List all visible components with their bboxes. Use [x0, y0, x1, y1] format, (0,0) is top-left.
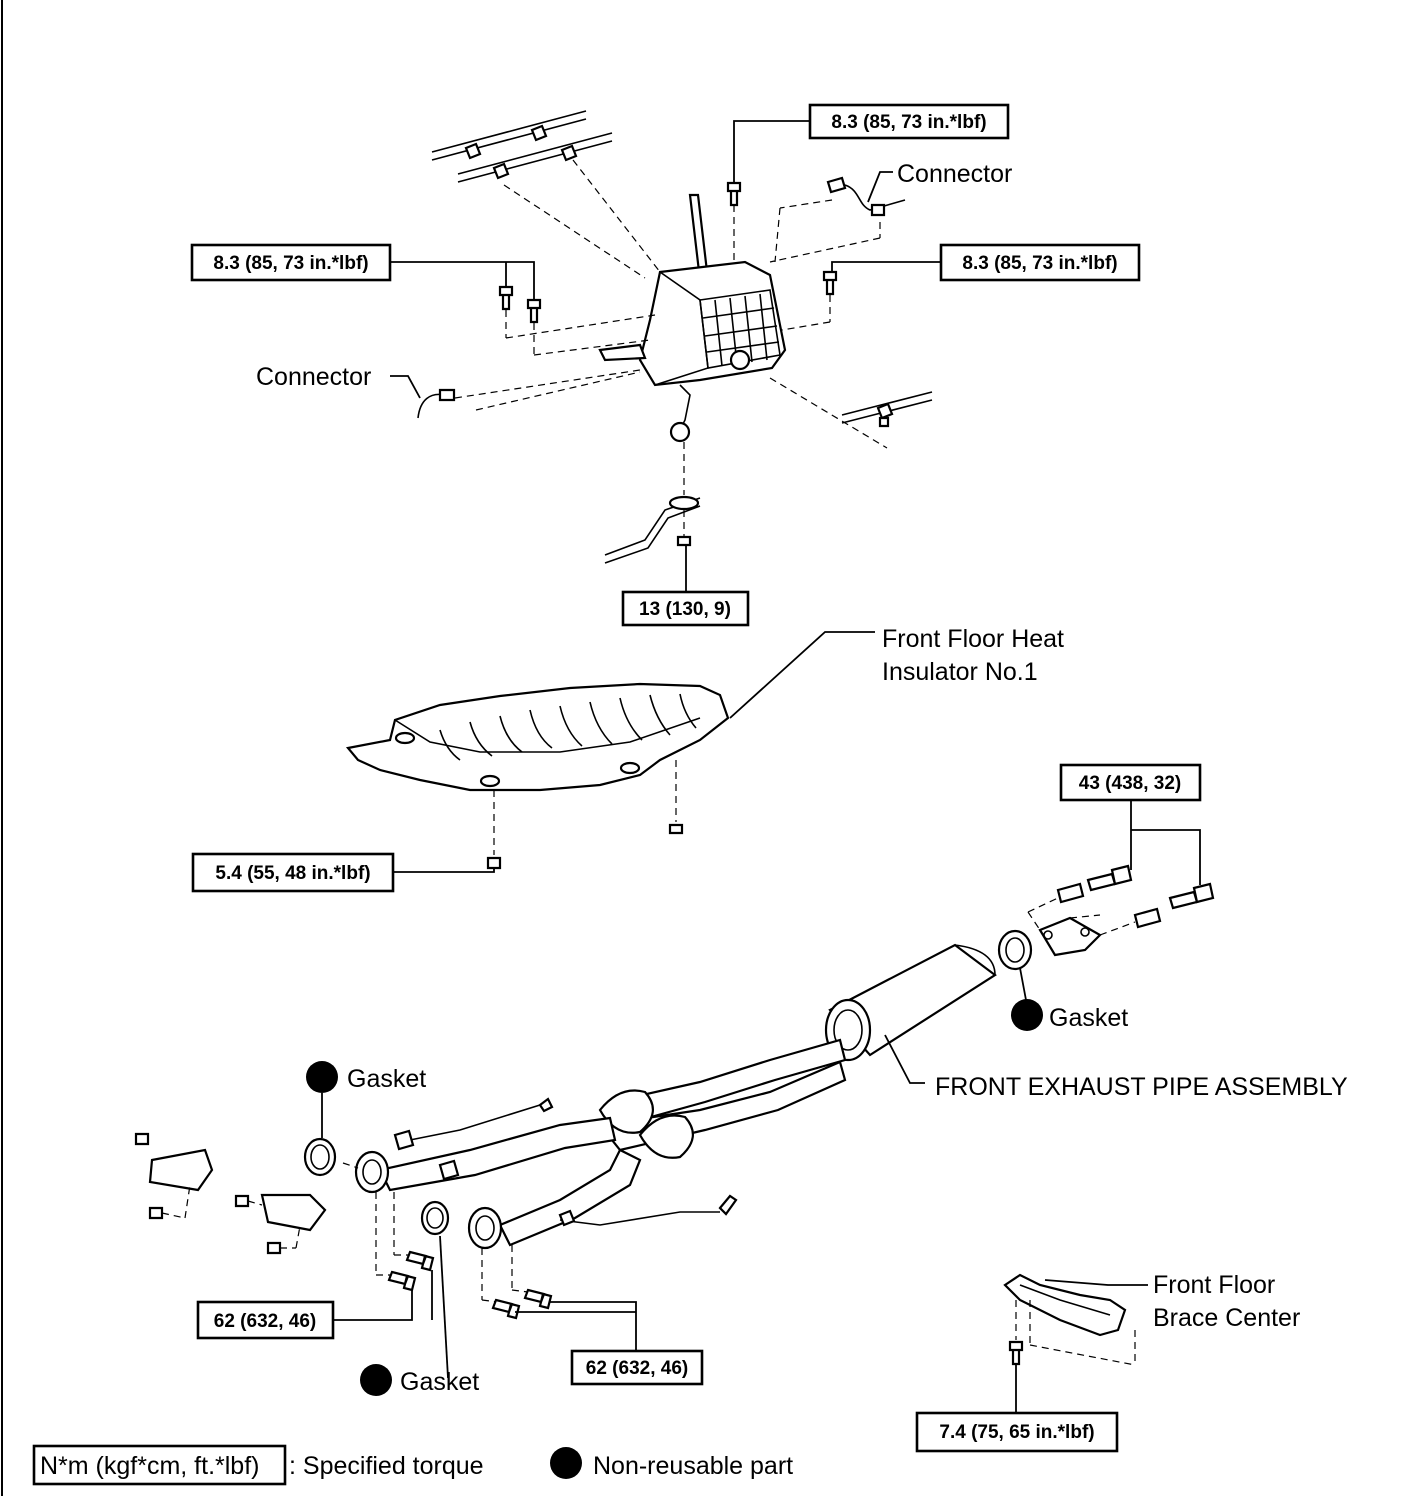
upper-floor-rails [431, 110, 613, 183]
legend-torque-text: : Specified torque [289, 1452, 484, 1480]
rear-flange-hardware [997, 864, 1215, 971]
non-reusable-icon [306, 1061, 338, 1093]
torque-label: 5.4 (55, 48 in.*lbf) [215, 863, 370, 884]
torque-box-shift-top: 8.3 (85, 73 in.*lbf) [808, 103, 1010, 140]
torque-label: 8.3 (85, 73 in.*lbf) [213, 253, 368, 274]
heat-insulator-label-line1: Front Floor Heat [882, 625, 1064, 653]
brace-center [1003, 1273, 1136, 1366]
shift-lever-housing [598, 260, 787, 443]
gasket-label: Gasket [400, 1368, 479, 1396]
gasket-callout-rear: Gasket [1011, 999, 1128, 1032]
front-exhaust-pipe [354, 943, 997, 1250]
legend-torque-box: N*m (kgf*cm, ft.*lbf) [40, 1452, 259, 1480]
heat-insulator-label-line2: Insulator No.1 [882, 658, 1038, 686]
torque-label: 8.3 (85, 73 in.*lbf) [831, 112, 986, 133]
leader-lines [321, 120, 1201, 1413]
brace-label-line1: Front Floor [1153, 1271, 1275, 1299]
torque-label: 43 (438, 32) [1079, 773, 1181, 794]
torque-box-front-right: 62 (632, 46) [570, 1349, 704, 1386]
connector-label-left: Connector [256, 363, 371, 391]
gasket-callout-front-bottom: Gasket [360, 1364, 479, 1396]
legend: N*m (kgf*cm, ft.*lbf) : Specified torque… [32, 1444, 793, 1486]
exhaust-pipe-label: FRONT EXHAUST PIPE ASSEMBLY [935, 1073, 1348, 1101]
torque-label: 7.4 (75, 65 in.*lbf) [939, 1422, 1094, 1443]
brace-label-line2: Brace Center [1153, 1304, 1300, 1332]
rear-gasket-ring [997, 929, 1033, 971]
torque-box-front-left: 62 (632, 46) [196, 1300, 335, 1340]
torque-box-brace: 7.4 (75, 65 in.*lbf) [915, 1411, 1119, 1453]
front-gaskets-covers [134, 1132, 553, 1320]
shift-lever-assembly [417, 110, 933, 564]
torque-label: 62 (632, 46) [214, 1311, 316, 1332]
heat-insulator [345, 682, 730, 870]
non-reusable-icon [1011, 999, 1043, 1031]
torque-box-shift-left: 8.3 (85, 73 in.*lbf) [190, 243, 392, 282]
gasket-callout-front-top: Gasket [306, 1061, 426, 1093]
gasket-label: Gasket [347, 1065, 426, 1093]
torque-box-rear-flange: 43 (438, 32) [1059, 763, 1202, 802]
connector-parts [417, 176, 906, 419]
legend-non-reusable-text: Non-reusable part [593, 1452, 793, 1480]
torque-box-insulator: 5.4 (55, 48 in.*lbf) [191, 852, 395, 893]
shift-cable [604, 495, 701, 564]
shift-dashed-lines [454, 159, 888, 537]
lower-floor-rail [841, 391, 933, 428]
connector-label-top: Connector [897, 160, 1012, 188]
torque-label: 62 (632, 46) [586, 1358, 688, 1379]
non-reusable-icon [550, 1447, 582, 1479]
torque-box-shift-right: 8.3 (85, 73 in.*lbf) [939, 243, 1141, 282]
torque-label: 8.3 (85, 73 in.*lbf) [962, 253, 1117, 274]
torque-box-cable-nut: 13 (130, 9) [621, 590, 750, 627]
torque-label: 13 (130, 9) [639, 599, 731, 620]
gasket-label: Gasket [1049, 1004, 1128, 1032]
non-reusable-icon [360, 1364, 392, 1396]
